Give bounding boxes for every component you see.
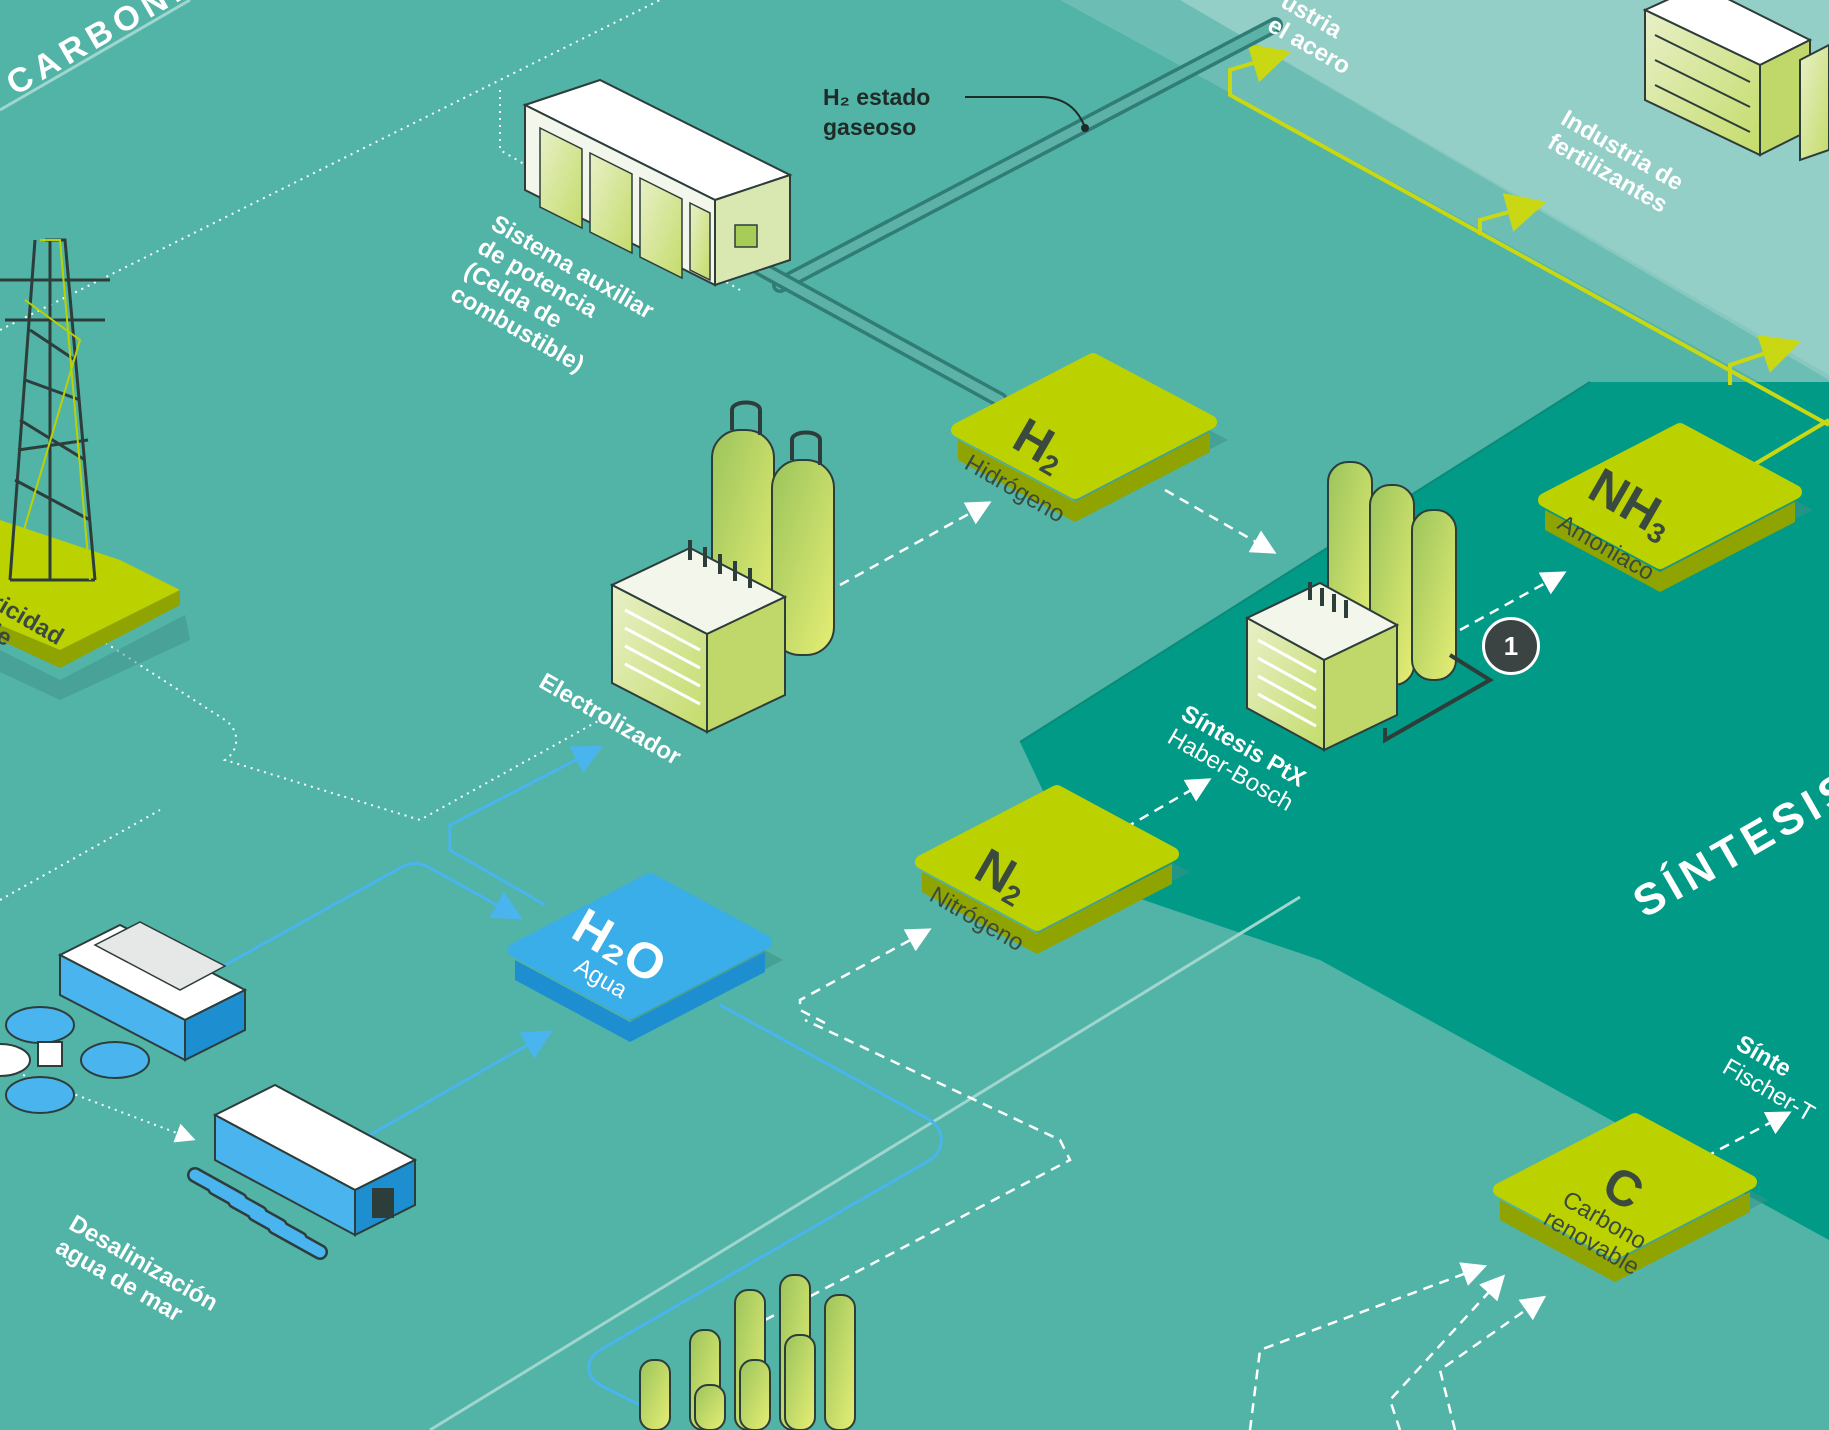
tile-c[interactable] [1493,1113,1768,1282]
water-flow-h2o-electrolyzer [448,745,603,907]
fuel-cell-container-icon [522,78,793,287]
callout-leader [965,96,1086,128]
arrow-bottom-to-n2 [764,1018,1072,1322]
arrow-bottom-to-c [1248,1262,1488,1430]
water-flow-h2o-bottom [587,1003,943,1407]
fertilizer-industry-building-icon [1799,43,1829,162]
arrow-ptx-nh3 [1459,571,1567,632]
tile-h2o[interactable] [508,873,783,1042]
tile-nh3[interactable] [1538,423,1813,592]
region-divider [429,895,1301,1430]
water-flow-plant-h2o [224,862,523,967]
h2-pipeline [752,17,1283,408]
callout-dot [1081,124,1089,132]
dotted-boundary [69,619,601,822]
ptx-plant-icon [1244,461,1494,752]
dotted-boundary [0,809,161,901]
arrow-n2-ptx [1124,778,1212,830]
callout-h2-gas: H₂ estado gaseoso [823,84,931,140]
synthesis-area-outline [1019,381,1591,743]
step-badge[interactable]: 1 [1482,617,1540,675]
flow-nh3-industries [1743,418,1829,472]
tile-h2[interactable] [951,353,1228,522]
flow-main-yellow [1228,43,1829,427]
arrow-to-n2 [798,928,932,1025]
steel-industry-building-icon [1642,0,1813,157]
flow-branch-fertilizer [1478,193,1547,235]
desalination-plant-icon [187,1083,418,1260]
bottom-tanks-icon [639,1274,856,1430]
arrow-electrolyzer-h2 [839,501,992,587]
region-divider [0,0,191,112]
arrow-bottom-to-c-3 [1438,1295,1547,1430]
electrolyzer-icon [609,400,835,734]
synthesis-area [1020,382,1829,1240]
arrow-h2-ptx [1164,488,1277,554]
tile-n2[interactable] [915,785,1190,954]
electricity-tower-icon [0,238,190,700]
water-flow-desal-h2o [369,1030,553,1137]
flow-branch-nh3 [1728,334,1802,385]
arrow-bottom-to-c-2 [1388,1274,1506,1430]
water-treatment-plant-icon [0,921,248,1114]
